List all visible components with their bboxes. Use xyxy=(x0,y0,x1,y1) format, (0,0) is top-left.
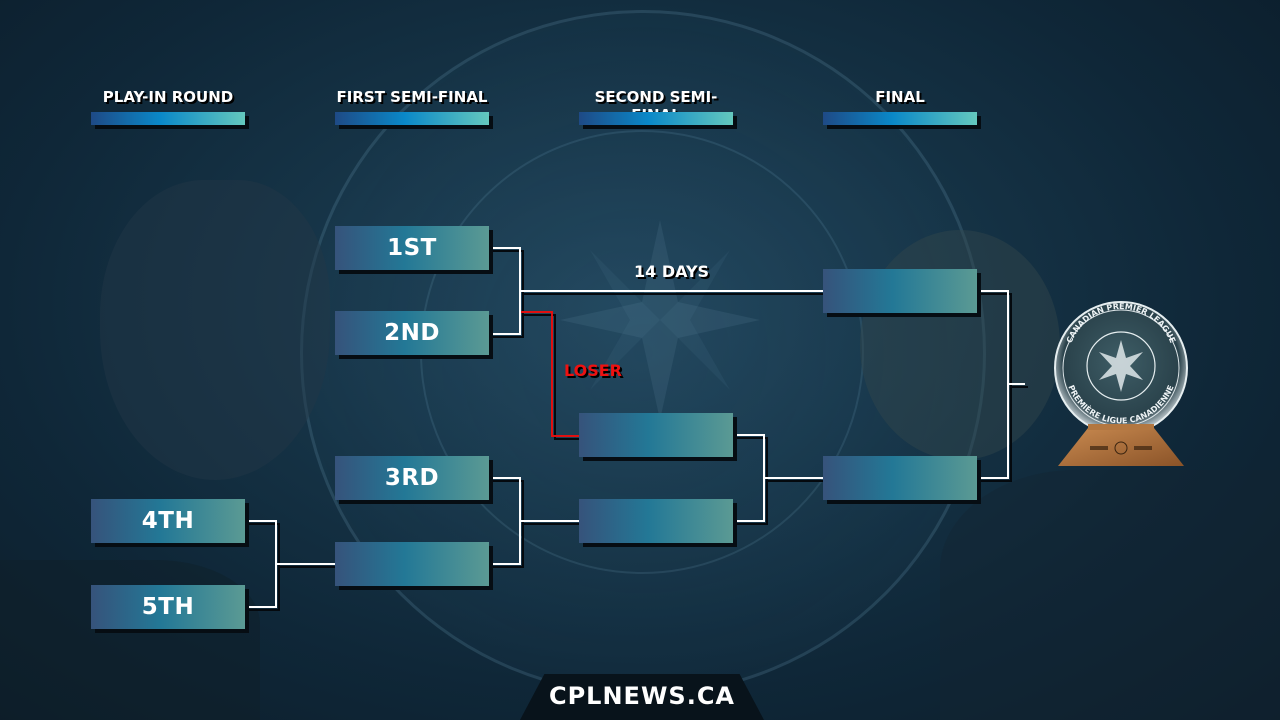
connector-line xyxy=(489,247,521,249)
slot-label: 5TH xyxy=(141,594,195,620)
loser-path-line xyxy=(551,311,553,437)
slot-second-semi-bottom xyxy=(579,499,733,543)
round-header-bar xyxy=(335,112,489,125)
round-label: PLAY-IN ROUND xyxy=(102,88,234,106)
round-header-bar xyxy=(823,112,977,125)
round-header-play-in: PLAY-IN ROUND xyxy=(91,88,245,125)
slot-play-in-4th: 4TH xyxy=(91,499,245,543)
slot-label: 4TH xyxy=(141,508,195,534)
background-maple-star-icon xyxy=(560,220,760,420)
slot-first-semi-2nd: 2ND xyxy=(335,311,489,355)
connector-line xyxy=(489,563,521,565)
round-header-final: FINAL xyxy=(823,88,977,125)
round-header-bar xyxy=(91,112,245,125)
connector-line xyxy=(763,477,823,479)
round-header-second-semi: SECOND SEMI-FINAL xyxy=(579,88,733,125)
connector-line xyxy=(1007,383,1025,385)
connector-line xyxy=(733,520,765,522)
connector-line xyxy=(489,477,521,479)
slot-label: 1ST xyxy=(387,235,437,261)
slot-label: 2ND xyxy=(384,320,440,346)
round-header-bar xyxy=(579,112,733,125)
connector-line xyxy=(733,434,765,436)
connector-line xyxy=(519,290,823,292)
days-gap-label: 14 DAYS xyxy=(634,262,710,281)
loser-path-line xyxy=(551,435,579,437)
connector-line xyxy=(489,333,521,335)
background-hand-right xyxy=(860,230,1060,460)
connector-line xyxy=(519,520,579,522)
slot-play-in-5th: 5TH xyxy=(91,585,245,629)
connector-line xyxy=(977,290,1009,292)
site-watermark: CPLNEWS.CA xyxy=(548,682,736,710)
connector-line xyxy=(977,477,1009,479)
loser-label: LOSER xyxy=(564,361,622,380)
round-label: FIRST SEMI-FINAL xyxy=(336,88,488,106)
slot-label: 3RD xyxy=(384,465,440,491)
connector-line xyxy=(245,520,277,522)
slot-second-semi-top xyxy=(579,413,733,457)
slot-play-in-semi-3rd: 3RD xyxy=(335,456,489,500)
slot-final-top xyxy=(823,269,977,313)
background-hand-left xyxy=(100,180,330,480)
background-sleeve-left xyxy=(0,560,260,720)
round-label: FINAL xyxy=(875,88,925,106)
slot-first-semi-1st: 1ST xyxy=(335,226,489,270)
footer-plate xyxy=(520,674,764,720)
slot-play-in-winner xyxy=(335,542,489,586)
connector-line xyxy=(245,606,277,608)
slot-final-bottom xyxy=(823,456,977,500)
cpl-trophy-icon: CANADIAN PREMIER LEAGUE PREMIÈRE LIGUE C… xyxy=(1054,301,1188,466)
connector-line xyxy=(275,563,335,565)
round-header-first-semi: FIRST SEMI-FINAL xyxy=(335,88,489,125)
loser-path-line xyxy=(521,311,553,313)
background-sleeve-right xyxy=(940,470,1280,720)
